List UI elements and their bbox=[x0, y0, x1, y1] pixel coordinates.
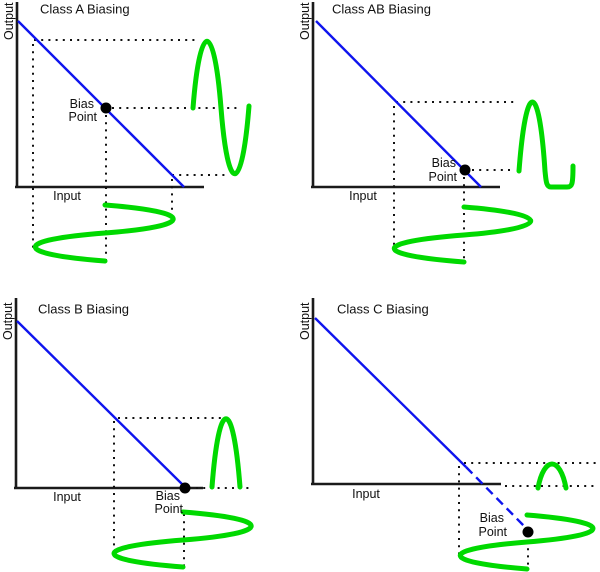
input-waveform bbox=[457, 512, 596, 572]
panel-class-c: Class C Biasing Output Input Bias Point bbox=[298, 298, 597, 572]
input-axis-label: Input bbox=[53, 490, 81, 504]
bias-point-label-line1: Bias bbox=[432, 156, 456, 170]
output-axis-label: Output bbox=[2, 2, 16, 40]
load-line bbox=[16, 320, 187, 489]
output-axis-label: Output bbox=[1, 302, 15, 340]
output-axis-label: Output bbox=[298, 302, 312, 340]
panel-class-b: Class B Biasing Output Input Bias Point bbox=[1, 298, 254, 570]
panel-title: Class AB Biasing bbox=[332, 2, 431, 17]
bias-point-label-line1: Bias bbox=[480, 511, 504, 525]
output-waveform bbox=[190, 38, 252, 177]
output-waveform bbox=[209, 416, 243, 490]
load-line bbox=[314, 317, 467, 468]
bias-point-dot bbox=[100, 102, 112, 114]
bias-point-label-line2: Point bbox=[155, 502, 184, 516]
panel-class-ab: Class AB Biasing Output Input Bias Point bbox=[298, 2, 576, 265]
load-line bbox=[17, 20, 185, 188]
load-line bbox=[315, 20, 482, 188]
output-axis-label: Output bbox=[298, 2, 312, 40]
bias-point-label-line2: Point bbox=[429, 170, 458, 184]
bias-point-dot bbox=[522, 526, 534, 538]
bias-point-label-line2: Point bbox=[69, 110, 98, 124]
bias-point-label-line1: Bias bbox=[156, 489, 180, 503]
input-axis-label: Input bbox=[349, 189, 377, 203]
panel-title: Class C Biasing bbox=[337, 302, 429, 317]
input-waveform bbox=[33, 202, 176, 264]
input-waveform bbox=[111, 509, 254, 570]
bias-point-label-line2: Point bbox=[479, 525, 508, 539]
input-axis-label: Input bbox=[53, 189, 81, 203]
output-waveform bbox=[535, 461, 569, 491]
bias-point-label-line1: Bias bbox=[70, 97, 94, 111]
panel-title: Class A Biasing bbox=[40, 2, 130, 17]
bias-point-dot bbox=[179, 482, 191, 494]
output-waveform bbox=[516, 99, 576, 190]
panel-class-a: Class A Biasing Output Input Bias Point bbox=[2, 2, 252, 264]
input-waveform bbox=[392, 204, 534, 265]
bias-point-dot bbox=[459, 164, 471, 176]
panel-title: Class B Biasing bbox=[38, 302, 129, 317]
input-axis-label: Input bbox=[352, 487, 380, 501]
